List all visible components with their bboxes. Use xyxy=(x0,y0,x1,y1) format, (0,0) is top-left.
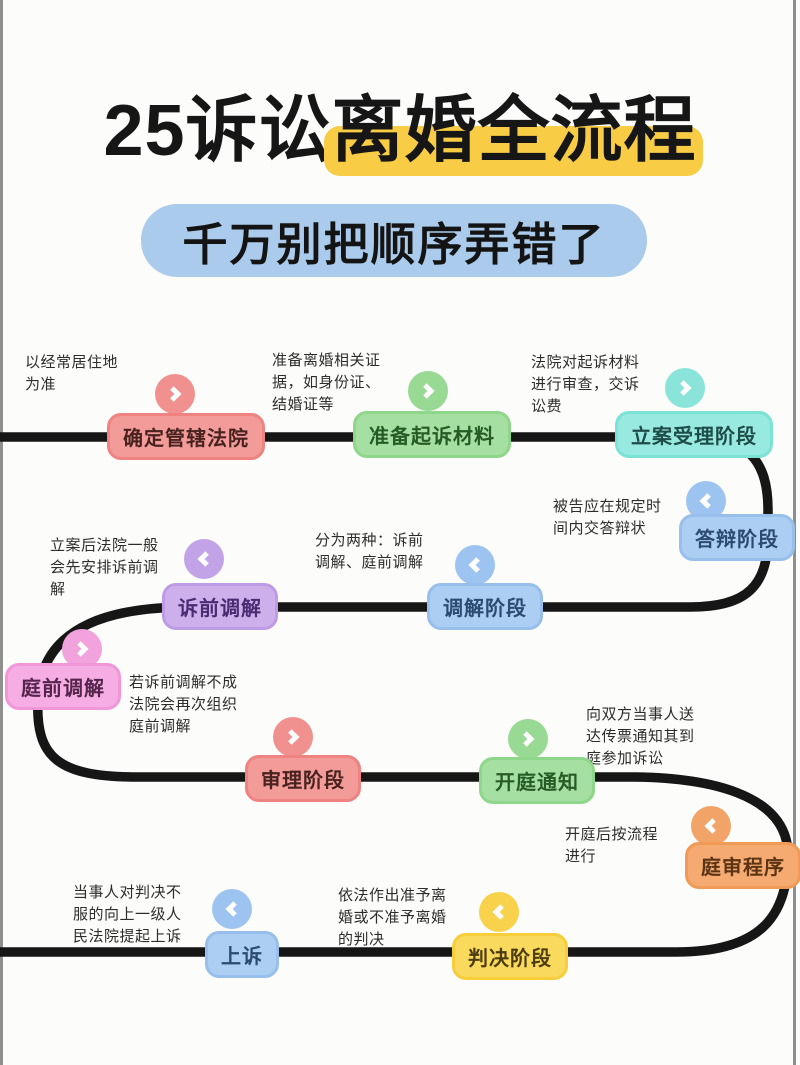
chevron-right-icon xyxy=(508,719,548,759)
note-court-procedure: 开庭后按流程 进行 xyxy=(565,826,659,865)
note-prepare-materials: 准备离婚相关证 据，如身份证、 结婚证等 xyxy=(272,352,381,413)
note-defense: 被告应在规定时 间内交答辩状 xyxy=(553,498,662,537)
stage-pill-pre-suit-mediation: 诉前调解 xyxy=(162,583,278,630)
note-judgment: 依法作出准予离 婚或不准予离婚 的判决 xyxy=(338,887,447,948)
note-hearing-notice: 向双方当事人送 达传票通知其到 庭参加诉讼 xyxy=(586,706,695,767)
title-highlighted-text: 离婚全流程 xyxy=(331,91,697,171)
chevron-right-icon xyxy=(155,374,195,414)
stage-pill-hearing-notice: 开庭通知 xyxy=(479,757,595,804)
note-case-filing: 法院对起诉材料 进行审查，交诉 讼费 xyxy=(531,354,640,415)
chevron-right-icon xyxy=(273,717,313,757)
chevron-right-icon xyxy=(665,368,705,408)
note-pre-trial-mediation: 若诉前调解不成 法院会再次组织 庭前调解 xyxy=(129,674,238,735)
note-mediation: 分为两种：诉前 调解、庭前调解 xyxy=(315,532,424,571)
chevron-right-icon xyxy=(408,371,448,411)
stage-pill-case-filing: 立案受理阶段 xyxy=(615,411,773,458)
chevron-right-icon xyxy=(62,629,102,669)
stage-pill-defense: 答辩阶段 xyxy=(679,514,795,561)
chevron-left-icon xyxy=(479,892,519,932)
stage-pill-pre-trial-mediation: 庭前调解 xyxy=(5,663,121,710)
chevron-left-icon xyxy=(212,889,252,929)
stage-pill-prepare-materials: 准备起诉材料 xyxy=(353,411,511,458)
left-border-line xyxy=(0,0,3,1065)
stage-pill-mediation: 调解阶段 xyxy=(427,583,543,630)
note-appeal: 当事人对判决不 服的向上一级人 民法院提起上诉 xyxy=(73,884,182,945)
stage-pill-jurisdiction: 确定管辖法院 xyxy=(107,413,265,460)
note-pre-suit-mediation: 立案后法院一般 会先安排诉前调 解 xyxy=(50,537,159,598)
stage-pill-trial: 审理阶段 xyxy=(245,755,361,802)
title-prefix: 25诉讼 xyxy=(103,91,332,171)
chevron-left-icon xyxy=(184,539,224,579)
note-jurisdiction: 以经常居住地 为准 xyxy=(25,354,119,393)
page-title: 25诉讼离婚全流程 xyxy=(0,91,800,171)
page-subtitle: 千万别把顺序弄错了 xyxy=(141,204,647,277)
chevron-left-icon xyxy=(455,545,495,585)
stage-pill-court-procedure: 庭审程序 xyxy=(685,842,800,889)
chevron-left-icon xyxy=(691,806,731,846)
stage-pill-appeal: 上诉 xyxy=(205,931,279,978)
stage-pill-judgment: 判决阶段 xyxy=(452,933,568,980)
